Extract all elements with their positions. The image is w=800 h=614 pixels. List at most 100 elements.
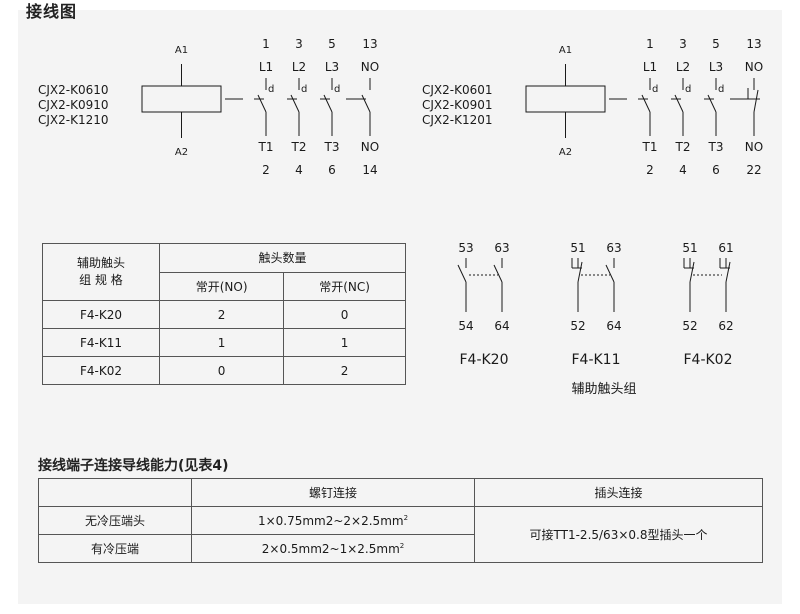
aux-group-caption: 辅助触头组 — [571, 382, 636, 397]
aux-nc-blade — [577, 261, 583, 283]
terminal-label-bottom: NO — [361, 140, 379, 154]
wire-row2-label: 有冷压端 — [38, 534, 192, 563]
aux-no-blade — [361, 94, 371, 113]
terminal-label-bottom: T1 — [642, 140, 658, 154]
model-label: CJX2-K0601 — [422, 83, 493, 97]
wire-plug-value: 可接TT1-2.5/63×0.8型插头一个 — [474, 506, 763, 563]
spec-no: 1 — [158, 328, 285, 357]
model-label: CJX2-K0610 — [38, 83, 109, 97]
terminal-label-top: L3 — [709, 60, 723, 74]
model-label: CJX2-K0910 — [38, 98, 109, 112]
aux-no-blade — [493, 264, 503, 283]
wire-row2-screw-text: 2×0.5mm2~1×2.5mm — [261, 541, 400, 556]
terminal-number-top: 13 — [746, 37, 761, 51]
table-row: F4-K11 1 1 — [42, 328, 406, 357]
wire-row1-label: 无冷压端头 — [38, 506, 192, 535]
terminal-number-bottom: 4 — [295, 163, 303, 177]
contact-mark: d — [301, 84, 307, 95]
aux-terminal-top: 51 — [682, 241, 697, 255]
table-row: F4-K20 2 0 — [42, 300, 406, 329]
wiring-diagrams: CJX2-K0610CJX2-K0910CJX2-K1210A1A21L1T12… — [38, 37, 763, 397]
spec-header-left: 辅助触头 组 规 格 — [42, 243, 160, 301]
contact-mark: d — [268, 84, 274, 95]
section-title: 接线图 — [26, 2, 78, 21]
coil-label-bottom: A2 — [175, 147, 188, 158]
aux-terminal-bottom: 62 — [718, 319, 733, 333]
terminal-label-top: L1 — [643, 60, 657, 74]
spec-no: 0 — [158, 356, 285, 385]
aux-contact-groups: 53546364F4-K2051526364F4-K1151526162F4-K… — [457, 241, 734, 397]
terminal-label-top: NO — [745, 60, 763, 74]
spec-col-no: 常开(NO) — [158, 271, 285, 301]
spec-header-left-line1: 辅助触头 — [76, 256, 125, 270]
model-label: CJX2-K1210 — [38, 113, 109, 127]
diagram-right: CJX2-K0601CJX2-K0901CJX2-K1201A1A21L1T12… — [422, 37, 763, 177]
terminal-number-bottom: 22 — [746, 163, 761, 177]
main-contact-blade — [707, 94, 717, 113]
aux-nc-blade — [725, 261, 731, 283]
terminal-label-bottom: NO — [745, 140, 763, 154]
wire-capacity-title: 接线端子连接导线能力(见表4) — [38, 458, 229, 474]
spec-model: F4-K20 — [42, 300, 160, 329]
terminal-label-bottom: T3 — [708, 140, 724, 154]
spec-model: F4-K02 — [42, 356, 160, 385]
terminal-label-bottom: T3 — [324, 140, 340, 154]
main-contact-blade — [290, 94, 300, 113]
model-label: CJX2-K1201 — [422, 113, 493, 127]
aux-no-blade — [457, 264, 467, 283]
contact-mark: d — [685, 84, 691, 95]
superscript-2: 2 — [403, 513, 409, 522]
wire-capacity-table: 螺钉连接 插头连接 无冷压端头 1×0.75mm2~2×2.5mm2 可接TT1… — [38, 478, 763, 563]
aux-terminal-top: 51 — [570, 241, 585, 255]
aux-nc-blade — [689, 261, 695, 283]
terminal-label-top: L1 — [259, 60, 273, 74]
terminal-number-bottom: 6 — [328, 163, 336, 177]
wire-col-plug: 插头连接 — [474, 478, 763, 507]
terminal-number-bottom: 2 — [262, 163, 270, 177]
terminal-number-bottom: 4 — [679, 163, 687, 177]
terminal-label-top: L2 — [676, 60, 690, 74]
wire-row1-screw: 1×0.75mm2~2×2.5mm2 — [191, 506, 475, 535]
coil-label-top: A1 — [559, 45, 572, 56]
coil-rect — [525, 85, 606, 113]
aux-terminal-bottom: 64 — [606, 319, 621, 333]
coil-label-top: A1 — [175, 45, 188, 56]
table-row: F4-K02 0 2 — [42, 356, 406, 385]
aux-group-name: F4-K20 — [459, 352, 508, 368]
terminal-number-top: 5 — [328, 37, 336, 51]
spec-header-group: 触头数量 — [159, 243, 406, 273]
aux-no-blade — [605, 264, 615, 283]
wire-header-empty — [38, 478, 192, 507]
terminal-number-top: 1 — [646, 37, 654, 51]
terminal-number-bottom: 14 — [362, 163, 377, 177]
coil-label-bottom: A2 — [559, 147, 572, 158]
spec-no: 2 — [158, 300, 285, 329]
terminal-number-top: 3 — [295, 37, 303, 51]
spec-nc: 1 — [283, 328, 406, 357]
table-row: 无冷压端头 1×0.75mm2~2×2.5mm2 可接TT1-2.5/63×0.… — [38, 506, 763, 563]
terminal-label-top: NO — [361, 60, 379, 74]
aux-group-name: F4-K02 — [683, 352, 732, 368]
spec-nc: 2 — [283, 356, 406, 385]
terminal-number-top: 5 — [712, 37, 720, 51]
terminal-label-top: L3 — [325, 60, 339, 74]
aux-spec-table: 辅助触头 组 规 格 触头数量 常开(NO) 常开(NC) F4-K20 2 0… — [42, 243, 406, 385]
terminal-number-top: 13 — [362, 37, 377, 51]
spec-nc: 0 — [283, 300, 406, 329]
superscript-2: 2 — [399, 541, 405, 550]
wire-row1-screw-text: 1×0.75mm2~2×2.5mm — [257, 513, 404, 528]
terminal-number-bottom: 2 — [646, 163, 654, 177]
aux-nc-blade — [753, 89, 759, 113]
main-contact-blade — [257, 94, 267, 113]
terminal-label-bottom: T1 — [258, 140, 274, 154]
coil-rect — [141, 85, 222, 113]
contact-mark: d — [334, 84, 340, 95]
wire-col-screw: 螺钉连接 — [191, 478, 475, 507]
contact-mark: d — [652, 84, 658, 95]
aux-terminal-top: 53 — [458, 241, 473, 255]
contact-mark: d — [718, 84, 724, 95]
diagram-left: CJX2-K0610CJX2-K0910CJX2-K1210A1A21L1T12… — [38, 37, 379, 177]
terminal-label-top: L2 — [292, 60, 306, 74]
aux-terminal-bottom: 54 — [458, 319, 473, 333]
aux-terminal-bottom: 52 — [570, 319, 585, 333]
